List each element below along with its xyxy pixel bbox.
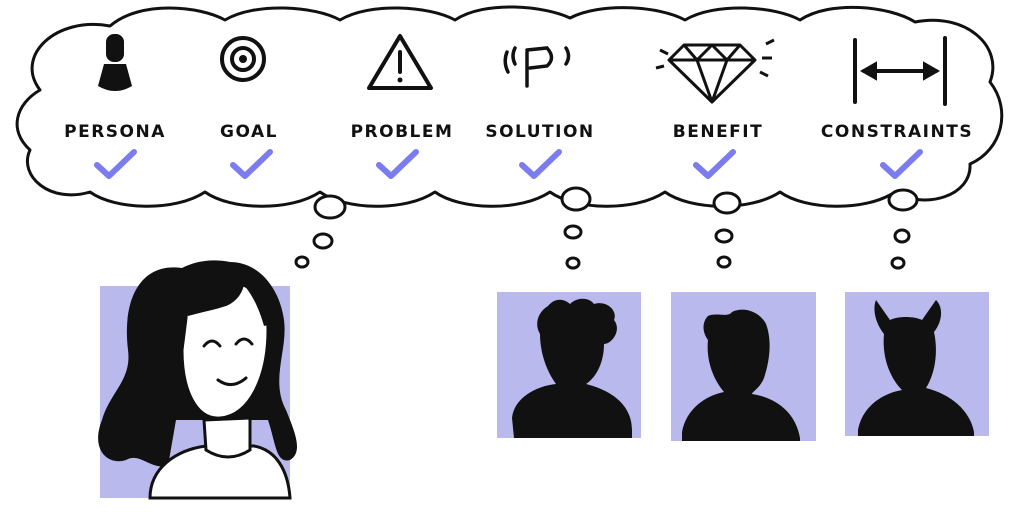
thought-cloud xyxy=(15,5,1004,208)
width-arrows-icon xyxy=(853,36,947,106)
check-icon xyxy=(519,149,562,179)
check-icon xyxy=(376,149,419,179)
label-benefit: BENEFIT xyxy=(673,122,763,142)
bangs xyxy=(176,266,245,316)
thought-trail-silhouette-2 xyxy=(712,191,742,269)
check-icon xyxy=(230,149,273,179)
label-solution: SOLUTION xyxy=(485,122,594,142)
silhouette xyxy=(512,298,632,438)
thought-trail-silhouette-1 xyxy=(560,186,592,270)
p-sign-icon xyxy=(503,46,571,88)
warning-icon xyxy=(367,34,433,90)
target-icon xyxy=(220,36,266,82)
check-icon xyxy=(880,149,923,179)
check-icon xyxy=(94,149,137,179)
right-eye xyxy=(234,337,254,346)
silhouette xyxy=(682,309,800,441)
left-eye xyxy=(202,339,222,348)
checkmarks xyxy=(94,149,923,179)
diamond-icon xyxy=(655,38,775,104)
thought-trail-persona xyxy=(294,194,347,269)
person-icon xyxy=(98,34,132,91)
neck xyxy=(202,416,252,459)
silhouette-short-hair xyxy=(671,292,816,441)
label-goal: GOAL xyxy=(220,122,278,142)
smile xyxy=(216,376,248,386)
silhouette xyxy=(858,300,974,436)
hair-part xyxy=(234,270,272,326)
label-persona: PERSONA xyxy=(64,122,166,142)
silhouette-curly-hair xyxy=(497,292,641,438)
check-icon xyxy=(693,149,736,179)
thought-trail-silhouette-3 xyxy=(887,188,919,270)
label-constraints: CONSTRAINTS xyxy=(821,122,973,142)
silhouette-eared xyxy=(845,292,989,436)
woman-portrait xyxy=(98,260,298,500)
label-problem: PROBLEM xyxy=(351,122,454,142)
